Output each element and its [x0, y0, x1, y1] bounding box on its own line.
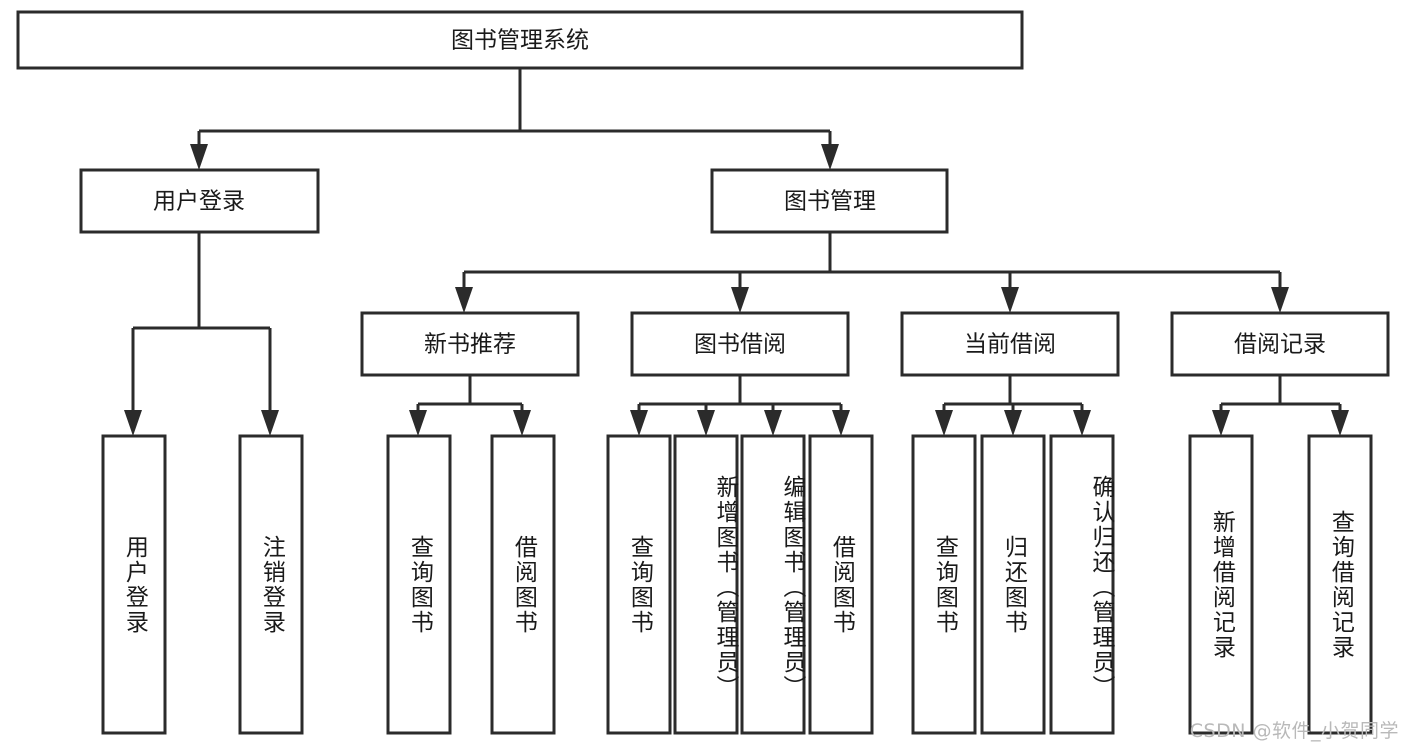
arrow-bm-to-current-borrow [1001, 287, 1019, 313]
arrow-bb-l3 [764, 410, 782, 436]
arrow-bb-l2 [697, 410, 715, 436]
node-user-login[interactable] [79, 168, 320, 234]
arrow-nbr-l1 [409, 410, 427, 436]
node-borrow-record[interactable] [1170, 311, 1390, 377]
node-leaf-user-login[interactable] [101, 434, 167, 735]
arrow-cb-l2 [1004, 410, 1022, 436]
arrow-cb-l3 [1073, 410, 1091, 436]
node-book-borrow[interactable] [630, 311, 850, 377]
arrow-bb-l4 [832, 410, 850, 436]
label-borrow-record: 借阅记录 [1234, 332, 1326, 358]
node-leaf-query-book-3[interactable] [911, 434, 977, 735]
node-new-book-rec[interactable] [360, 311, 580, 377]
label-root: 图书管理系统 [451, 28, 589, 54]
arrow-cb-l1 [935, 410, 953, 436]
node-leaf-borrow-book-2[interactable] [808, 434, 874, 735]
label-user-login: 用户登录 [153, 189, 245, 215]
arrow-bm-to-new-book-rec [455, 287, 473, 313]
arrow-bm-to-borrow-record [1271, 287, 1289, 313]
connector-layer [124, 68, 1349, 436]
label-layer-horizontal: 图书管理系统 用户登录 图书管理 新书推荐 图书借阅 当前借阅 借阅记录 [153, 28, 1326, 358]
watermark-text: CSDN @软件_小贺同学 [1189, 720, 1399, 742]
arrow-bm-to-book-borrow [731, 287, 749, 313]
node-leaf-confirm-return[interactable] [1049, 434, 1115, 735]
arrow-user-login-l1 [124, 410, 142, 436]
node-leaf-add-record[interactable] [1188, 434, 1254, 735]
arrow-root-to-user-login [190, 144, 208, 170]
arrow-br-l2 [1331, 410, 1349, 436]
arrow-br-l1 [1212, 410, 1230, 436]
node-root[interactable] [16, 10, 1024, 70]
label-book-manage: 图书管理 [784, 189, 876, 215]
node-layer [16, 10, 1390, 735]
arrow-bb-l1 [630, 410, 648, 436]
node-leaf-add-book[interactable] [673, 434, 739, 735]
node-leaf-query-record[interactable] [1307, 434, 1373, 735]
arrow-root-to-book-manage [821, 144, 839, 170]
label-new-book-rec: 新书推荐 [424, 332, 516, 358]
node-book-manage[interactable] [710, 168, 949, 234]
node-leaf-return-book[interactable] [980, 434, 1046, 735]
label-book-borrow: 图书借阅 [694, 332, 786, 358]
node-leaf-query-book-1[interactable] [386, 434, 452, 735]
node-leaf-borrow-book-1[interactable] [490, 434, 556, 735]
arrow-user-login-l2 [261, 410, 279, 436]
arrow-nbr-l2 [513, 410, 531, 436]
node-leaf-logout[interactable] [238, 434, 304, 735]
node-current-borrow[interactable] [900, 311, 1120, 377]
node-leaf-query-book-2[interactable] [606, 434, 672, 735]
label-current-borrow: 当前借阅 [964, 332, 1056, 358]
node-leaf-edit-book[interactable] [740, 434, 806, 735]
